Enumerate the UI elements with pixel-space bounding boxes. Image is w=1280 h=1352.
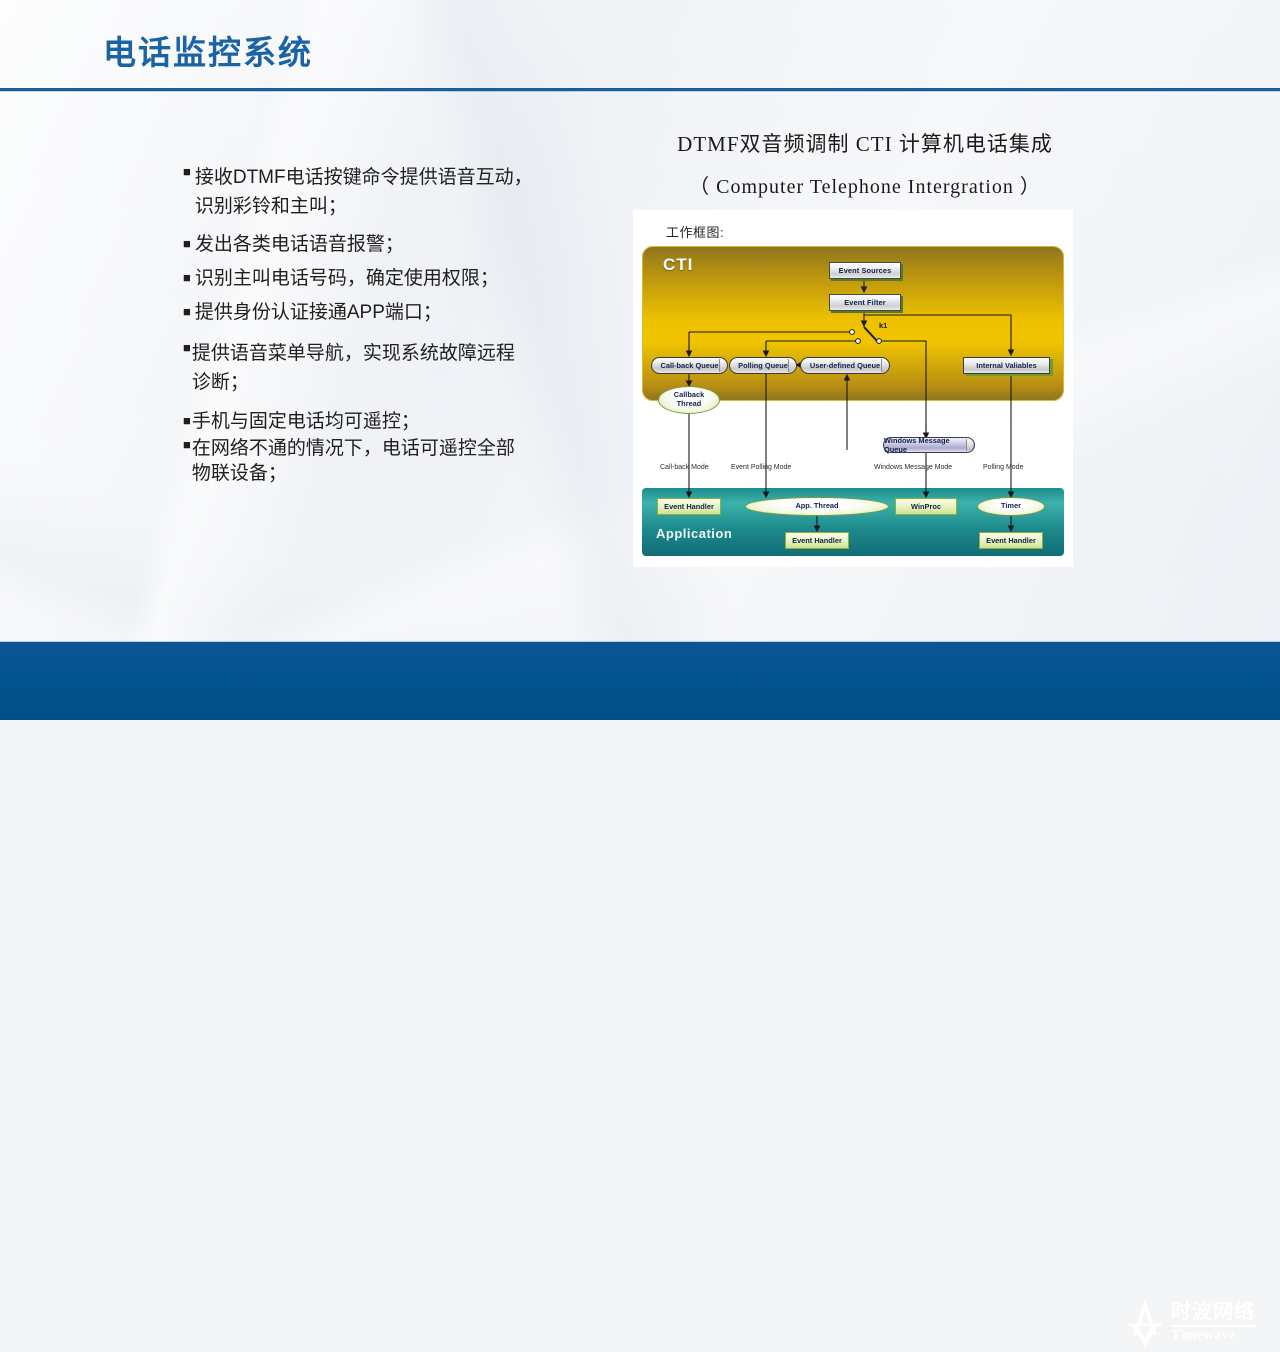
list-item: ■ 提供语音菜单导航，实现系统故障远程 诊断； [183,339,603,398]
cti-heading-group: DTMF双音频调制 CTI 计算机电话集成 （ Computer Telepho… [615,128,1115,199]
bullet-marker-icon: ■ [183,339,191,355]
logo-divider [1171,1325,1255,1328]
node-app-thread: App. Thread [745,497,889,516]
node-polling-queue: Polling Queue [729,357,797,374]
node-timer: Timer [977,497,1045,516]
list-item-label: 发出各类电话语音报警； [194,233,404,255]
header-divider [0,88,1280,91]
cti-heading-line-2: （ Computer Telephone Intergration ） [689,176,1041,198]
list-item-label: 在网络不通的情况下，电话可遥控全部 物联设备； [191,437,515,485]
wave-logo-icon [1128,1299,1162,1347]
cti-block-diagram: 工作框图: CTI Application [633,210,1073,567]
list-item: ■ 在网络不通的情况下，电话可遥控全部 物联设备； [183,436,603,487]
node-windows-message-queue: Windows Message Queue [883,436,975,454]
list-item: ■ 接收DTMF电话按键命令提供语音互动， 识别彩铃和主叫； [183,163,603,222]
slide-header: 电话监控系统 [0,0,1280,92]
list-item: ■ 发出各类电话语音报警； [183,235,603,254]
logo-chinese-name: 时波网络 [1171,1301,1255,1324]
logo-text-group: 时波网络 Timewave [1171,1301,1255,1344]
mode-label-polling: Polling Mode [983,464,1024,471]
list-item-label: 提供语音菜单导航，实现系统故障远程 诊断； [191,342,515,394]
footer-top-border [0,641,1280,642]
node-event-sources: Event Sources [829,262,901,279]
list-item: ■ 手机与固定电话均可遥控； [183,412,603,431]
node-event-handler-2: Event Handler [785,532,849,549]
bullet-marker-icon: ■ [183,269,191,285]
list-item: ■ 识别主叫电话号码，确定使用权限； [183,269,603,288]
header-divider-soft [0,91,1280,92]
list-item: ■ 提供身份认证接通APP端口； [183,303,603,322]
page-title: 电话监控系统 [103,34,313,71]
node-internal-variables: Internal Valiables [963,357,1050,374]
node-user-defined-queue: User-defined Queue [800,357,890,374]
mode-label-callback: Call-back Mode [660,464,709,471]
bullet-marker-icon: ■ [183,412,191,428]
mode-label-event-polling: Event Polling Mode [731,464,792,471]
node-winproc: WinProc [895,498,957,515]
mode-label-windows-message: Windows Message Mode [874,464,953,471]
diagram-caption: 工作框图: [666,225,725,240]
switch-label-k1: k1 [879,321,888,330]
node-event-filter: Event Filter [829,294,901,311]
node-event-handler-3: Event Handler [979,532,1043,549]
logo-english-name: Timewave [1171,1328,1236,1344]
cti-panel-label: CTI [663,255,694,274]
bullet-marker-icon: ■ [183,235,191,251]
slide-footer: 时波网络 Timewave [0,642,1280,1347]
list-item-label: 手机与固定电话均可遥控； [191,410,420,432]
list-item-label: 提供身份认证接通APP端口； [194,301,442,323]
list-item-label: 接收DTMF电话按键命令提供语音互动， 识别彩铃和主叫； [194,167,533,218]
node-callback-queue: Call-back Queue [651,357,728,374]
application-panel-label: Application [656,526,733,541]
feature-bullet-list: ■ 接收DTMF电话按键命令提供语音互动， 识别彩铃和主叫； ■ 发出各类电话语… [183,163,603,487]
bullet-marker-icon: ■ [183,303,191,319]
company-logo: 时波网络 Timewave [1122,1294,1268,1352]
bullet-marker-icon: ■ [183,164,191,179]
node-callback-thread: Callback Thread [658,386,720,414]
list-item-label: 识别主叫电话号码，确定使用权限； [194,267,499,289]
node-event-handler-1: Event Handler [657,498,721,515]
cti-heading-line-1: DTMF双音频调制 CTI 计算机电话集成 [677,132,1053,156]
bullet-marker-icon: ■ [183,436,191,452]
